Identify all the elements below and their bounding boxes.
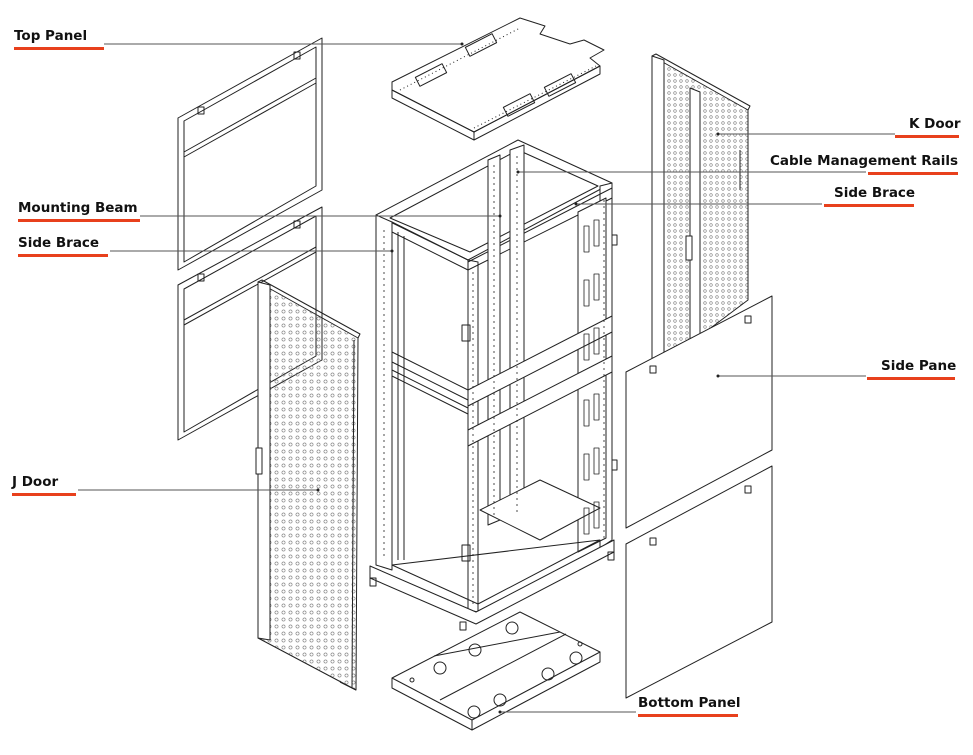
left-side-panel-upper xyxy=(177,37,323,271)
label-side-brace-left-text: Side Brace xyxy=(18,235,100,251)
label-j-door: J Door xyxy=(12,474,76,496)
label-underline xyxy=(824,204,914,207)
label-underline xyxy=(12,493,76,496)
label-underline xyxy=(14,47,104,50)
rail-slots xyxy=(383,156,605,605)
label-underline xyxy=(18,254,108,257)
j-door-part xyxy=(255,279,361,691)
side-pane-lower xyxy=(625,465,773,699)
label-cable-management-rails-text: Cable Management Rails xyxy=(770,153,959,169)
label-underline xyxy=(18,219,140,222)
label-bottom-panel: Bottom Panel xyxy=(638,695,741,717)
label-side-brace-right-text: Side Brace xyxy=(834,185,916,201)
label-mounting-beam: Mounting Beam xyxy=(18,200,140,222)
top-panel-part xyxy=(391,17,605,141)
label-mounting-beam-text: Mounting Beam xyxy=(18,200,138,216)
side-pane-upper xyxy=(625,295,773,529)
label-k-door: K Door xyxy=(895,116,961,138)
label-cable-management-rails: Cable Management Rails xyxy=(770,153,959,175)
cabinet-frame xyxy=(369,139,618,631)
label-top-panel: Top Panel xyxy=(14,28,104,50)
label-side-brace-right: Side Brace xyxy=(824,185,916,207)
label-underline xyxy=(638,714,738,717)
label-side-pane: Side Pane xyxy=(867,358,957,380)
label-side-pane-text: Side Pane xyxy=(881,358,957,374)
leader-lines xyxy=(78,43,895,713)
label-underline xyxy=(867,377,955,380)
label-top-panel-text: Top Panel xyxy=(14,28,88,44)
bottom-panel-part xyxy=(391,611,601,731)
label-k-door-text: K Door xyxy=(909,116,961,132)
k-door-part xyxy=(651,53,751,373)
label-j-door-text: J Door xyxy=(12,474,59,490)
label-underline xyxy=(895,135,959,138)
leader-dots xyxy=(316,42,720,714)
label-bottom-panel-text: Bottom Panel xyxy=(638,695,741,711)
label-underline xyxy=(868,172,958,175)
label-side-brace-left: Side Brace xyxy=(18,235,108,257)
